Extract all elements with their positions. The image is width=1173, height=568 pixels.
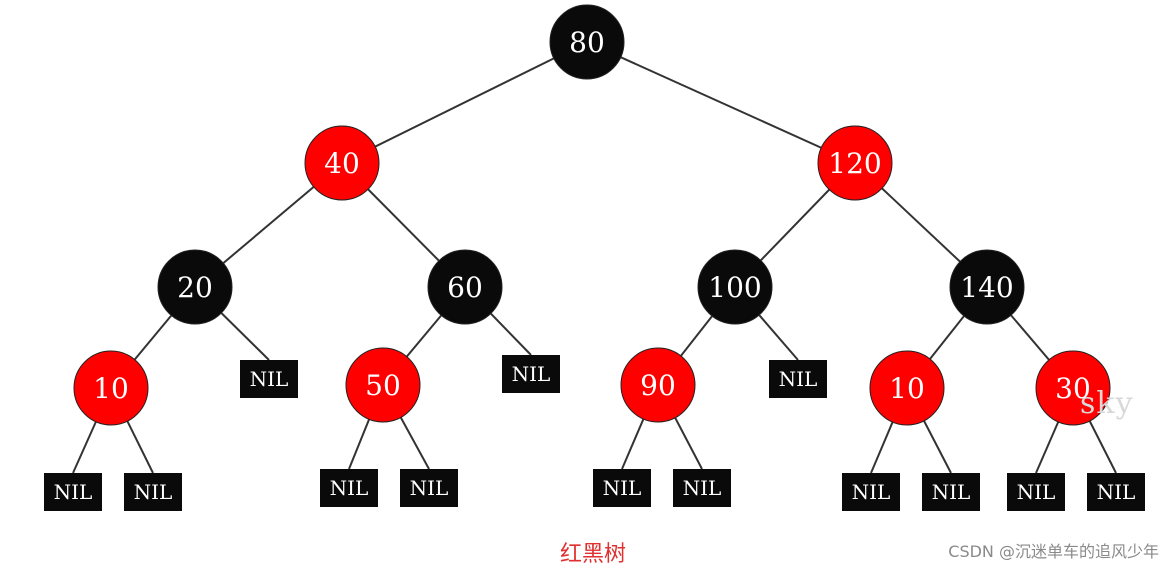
tree-node-black: 80 bbox=[549, 4, 625, 80]
nil-label: NIL bbox=[250, 367, 289, 391]
nil-box bbox=[922, 473, 980, 511]
nil-label: NIL bbox=[852, 480, 891, 504]
nil-label: NIL bbox=[779, 367, 818, 391]
csdn-watermark: CSDN @沉迷单车的追风少年 bbox=[948, 542, 1159, 561]
node-circle bbox=[157, 249, 233, 325]
tree-node-red: 10 bbox=[869, 350, 945, 426]
node-label: 60 bbox=[447, 271, 483, 304]
nil-box bbox=[1007, 473, 1065, 511]
nil-label: NIL bbox=[134, 480, 173, 504]
nil-leaf: NIL bbox=[922, 473, 980, 511]
tree-node-red: 10 bbox=[73, 350, 149, 426]
node-circle bbox=[817, 125, 893, 201]
nil-label: NIL bbox=[512, 362, 551, 386]
nil-box bbox=[842, 473, 900, 511]
node-label: 10 bbox=[93, 372, 129, 405]
nil-leaf: NIL bbox=[124, 473, 182, 511]
node-circle bbox=[1035, 350, 1111, 426]
node-label: 140 bbox=[960, 271, 1013, 304]
nil-label: NIL bbox=[330, 476, 369, 500]
nil-label: NIL bbox=[410, 476, 449, 500]
nil-leaves: NIL NIL NIL NIL NIL NIL NIL NIL NIL NIL NIL NIL NIL bbox=[44, 355, 1145, 511]
node-label: 20 bbox=[177, 271, 213, 304]
nil-box bbox=[400, 469, 458, 507]
nil-leaf: NIL bbox=[769, 360, 827, 398]
nil-label: NIL bbox=[54, 480, 93, 504]
node-label: 100 bbox=[708, 271, 761, 304]
nil-box bbox=[502, 355, 560, 393]
node-circle bbox=[427, 249, 503, 325]
tree-edge bbox=[341, 41, 588, 164]
nil-box bbox=[593, 469, 651, 507]
nil-label: NIL bbox=[1017, 480, 1056, 504]
node-circle bbox=[697, 249, 773, 325]
nil-leaf: NIL bbox=[1087, 473, 1145, 511]
nil-leaf: NIL bbox=[320, 469, 378, 507]
node-circle bbox=[73, 350, 149, 426]
nil-leaf: NIL bbox=[842, 473, 900, 511]
node-label: 30 bbox=[1055, 372, 1091, 405]
node-label: 90 bbox=[640, 369, 676, 402]
nil-box bbox=[44, 473, 102, 511]
tree-node-red: 90 bbox=[620, 347, 696, 423]
node-circle bbox=[869, 350, 945, 426]
nil-leaf: NIL bbox=[240, 360, 298, 398]
nil-box bbox=[769, 360, 827, 398]
tree-node-black: 20 bbox=[157, 249, 233, 325]
sky-stamp: sky bbox=[1080, 386, 1134, 421]
nil-box bbox=[673, 469, 731, 507]
node-label: 40 bbox=[324, 147, 360, 180]
nil-leaf: NIL bbox=[673, 469, 731, 507]
tree-nodes: 80 40 120 20 60 100 140 10 50 90 10 30 bbox=[73, 4, 1111, 426]
node-label: 120 bbox=[828, 147, 881, 180]
nil-box bbox=[320, 469, 378, 507]
node-label: 10 bbox=[889, 372, 925, 405]
nil-label: NIL bbox=[683, 476, 722, 500]
tree-node-red: 30 bbox=[1035, 350, 1111, 426]
node-label: 80 bbox=[569, 26, 605, 59]
tree-node-black: 100 bbox=[697, 249, 773, 325]
node-circle bbox=[549, 4, 625, 80]
nil-label: NIL bbox=[932, 480, 971, 504]
node-circle bbox=[345, 347, 421, 423]
node-circle bbox=[304, 125, 380, 201]
nil-leaf: NIL bbox=[1007, 473, 1065, 511]
tree-node-red: 40 bbox=[304, 125, 380, 201]
nil-leaf: NIL bbox=[44, 473, 102, 511]
nil-box bbox=[240, 360, 298, 398]
node-circle bbox=[620, 347, 696, 423]
tree-edge bbox=[586, 41, 856, 164]
nil-box bbox=[124, 473, 182, 511]
nil-label: NIL bbox=[1097, 480, 1136, 504]
node-label: 50 bbox=[365, 369, 401, 402]
tree-edges bbox=[72, 41, 1117, 474]
nil-leaf: NIL bbox=[400, 469, 458, 507]
nil-leaf: NIL bbox=[593, 469, 651, 507]
nil-leaf: NIL bbox=[502, 355, 560, 393]
tree-node-black: 60 bbox=[427, 249, 503, 325]
tree-node-black: 140 bbox=[949, 249, 1025, 325]
tree-node-red: 120 bbox=[817, 125, 893, 201]
nil-label: NIL bbox=[603, 476, 642, 500]
nil-box bbox=[1087, 473, 1145, 511]
node-circle bbox=[949, 249, 1025, 325]
tree-node-red: 50 bbox=[345, 347, 421, 423]
diagram-caption: 红黑树 bbox=[559, 542, 626, 567]
